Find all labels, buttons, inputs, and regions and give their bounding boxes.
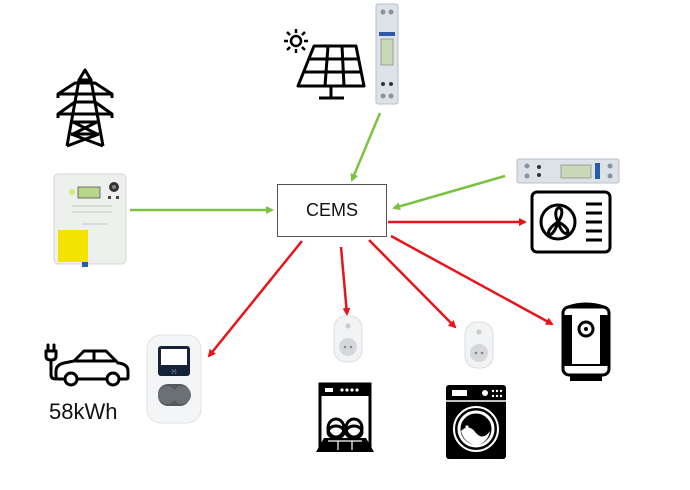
arrow-pv-meter-to-cems xyxy=(350,112,382,182)
power-pylon-icon xyxy=(56,68,114,148)
dishwasher-icon xyxy=(316,382,374,452)
hvac-din-meter-icon xyxy=(516,158,620,184)
arrow-cems-to-plug-dishwasher xyxy=(339,246,351,316)
solar-panel-icon xyxy=(284,29,366,100)
svg-text:(•): (•) xyxy=(171,369,176,375)
smart-plug-dishwasher-icon xyxy=(333,315,363,363)
air-conditioner-icon xyxy=(530,190,612,254)
arrow-cems-to-wallbox xyxy=(207,240,303,358)
electric-car-icon xyxy=(44,343,130,387)
pv-din-meter-icon xyxy=(375,3,399,105)
smart-plug-washer-icon xyxy=(464,321,494,369)
water-heater-icon xyxy=(561,302,611,381)
ev-battery-capacity: 58kWh xyxy=(49,399,118,424)
smart-meter-device xyxy=(52,172,128,270)
arrow-cems-to-water-heater xyxy=(390,234,554,326)
arrow-hvac-meter-to-cems xyxy=(392,174,506,211)
cems-label: CEMS xyxy=(305,200,358,220)
washing-machine-icon xyxy=(446,385,506,459)
smart-meter-icon xyxy=(53,173,127,267)
arrow-cems-to-plug-washer xyxy=(368,239,457,329)
ev-wallbox-icon: (•) xyxy=(146,334,202,424)
cems-node: CEMS xyxy=(277,184,387,237)
